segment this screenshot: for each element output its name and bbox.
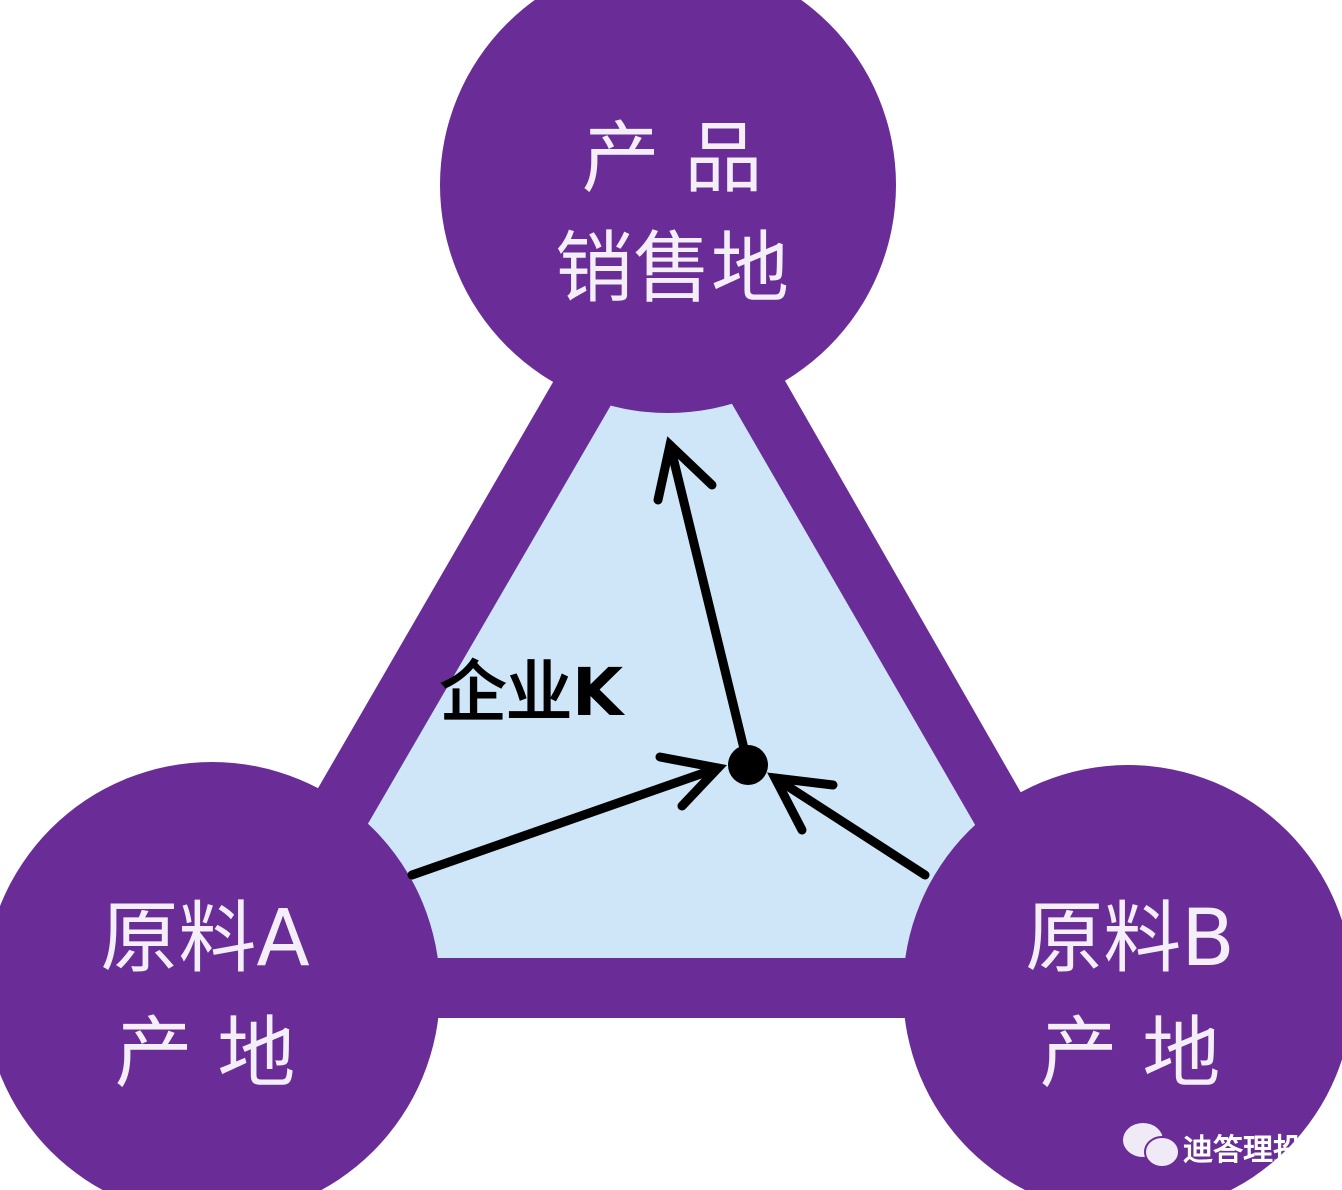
market-node: [440, 0, 896, 413]
material-a-label-2: 产 地: [115, 1009, 296, 1099]
arrow-to-market: [665, 440, 753, 770]
arrow-from-material-a: [407, 763, 723, 880]
watermark-text: 迪答理投: [1183, 1133, 1303, 1168]
material-b-label-2: 产 地: [1040, 1009, 1221, 1099]
arrow-from-material-b-head: [767, 772, 838, 835]
material-b-label-1: 原料B: [1025, 894, 1235, 984]
material-b-node: [903, 765, 1342, 1190]
arrow-from-material-a-head: [655, 752, 727, 811]
arrow-from-material-b: [770, 773, 930, 880]
material-a-label-1: 原料A: [100, 894, 309, 984]
triangle-interior: [290, 300, 1052, 958]
firm-point: [728, 745, 768, 785]
material-a-node: [0, 762, 440, 1190]
firm-label: 企业K: [440, 654, 626, 731]
wechat-icon: [1123, 1123, 1180, 1168]
market-label-1: 产 品: [582, 114, 763, 204]
market-label-2: 销售地: [555, 224, 789, 314]
arrow-to-market-head: [653, 436, 717, 505]
